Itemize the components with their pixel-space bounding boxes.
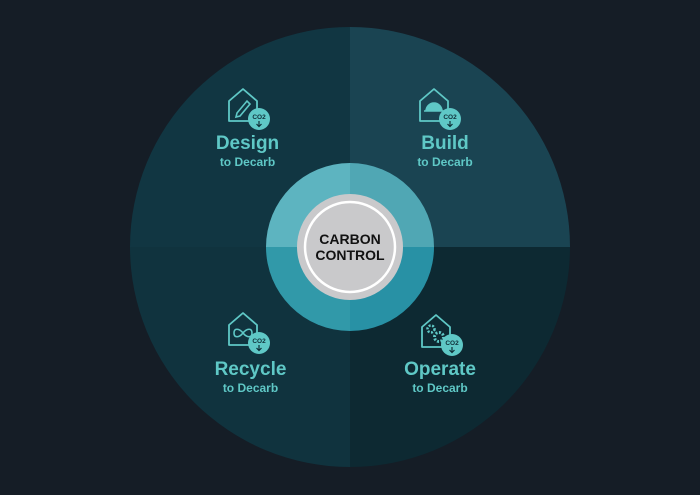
infinity-icon: CO2 — [228, 312, 271, 355]
quadrant-subtitle: to Decarb — [219, 155, 276, 169]
quadrant-title: Operate — [404, 359, 476, 380]
quadrant-title: Build — [421, 133, 469, 154]
quadrant-subtitle: to Decarb — [222, 381, 279, 395]
center-line-1: CARBON — [319, 231, 381, 247]
quadrant-title: Design — [215, 133, 280, 154]
quadrant-label-design: Design to Decarb — [205, 134, 290, 168]
center-ring — [303, 200, 397, 294]
pencil-icon: CO2 — [228, 88, 271, 131]
gears-icon: CO2 — [421, 314, 464, 357]
co2-badge: CO2 — [445, 340, 459, 347]
center-line-2: CONTROL — [315, 247, 385, 263]
hard-hat-icon: CO2 — [419, 88, 462, 131]
quadrant-label-build: Build to Decarb — [400, 134, 490, 168]
co2-badge: CO2 — [252, 114, 266, 121]
quadrant-title: Recycle — [214, 359, 287, 380]
quadrant-subtitle: to Decarb — [412, 381, 468, 395]
quadrant-label-recycle: Recycle to Decarb — [208, 360, 293, 394]
co2-badge: CO2 — [252, 338, 266, 345]
center-title: CARBON CONTROL — [300, 231, 400, 263]
co2-badge: CO2 — [443, 114, 457, 121]
quadrant-label-operate: Operate to Decarb — [395, 360, 485, 394]
center-disc — [297, 194, 403, 300]
quadrant-subtitle: to Decarb — [417, 155, 473, 169]
